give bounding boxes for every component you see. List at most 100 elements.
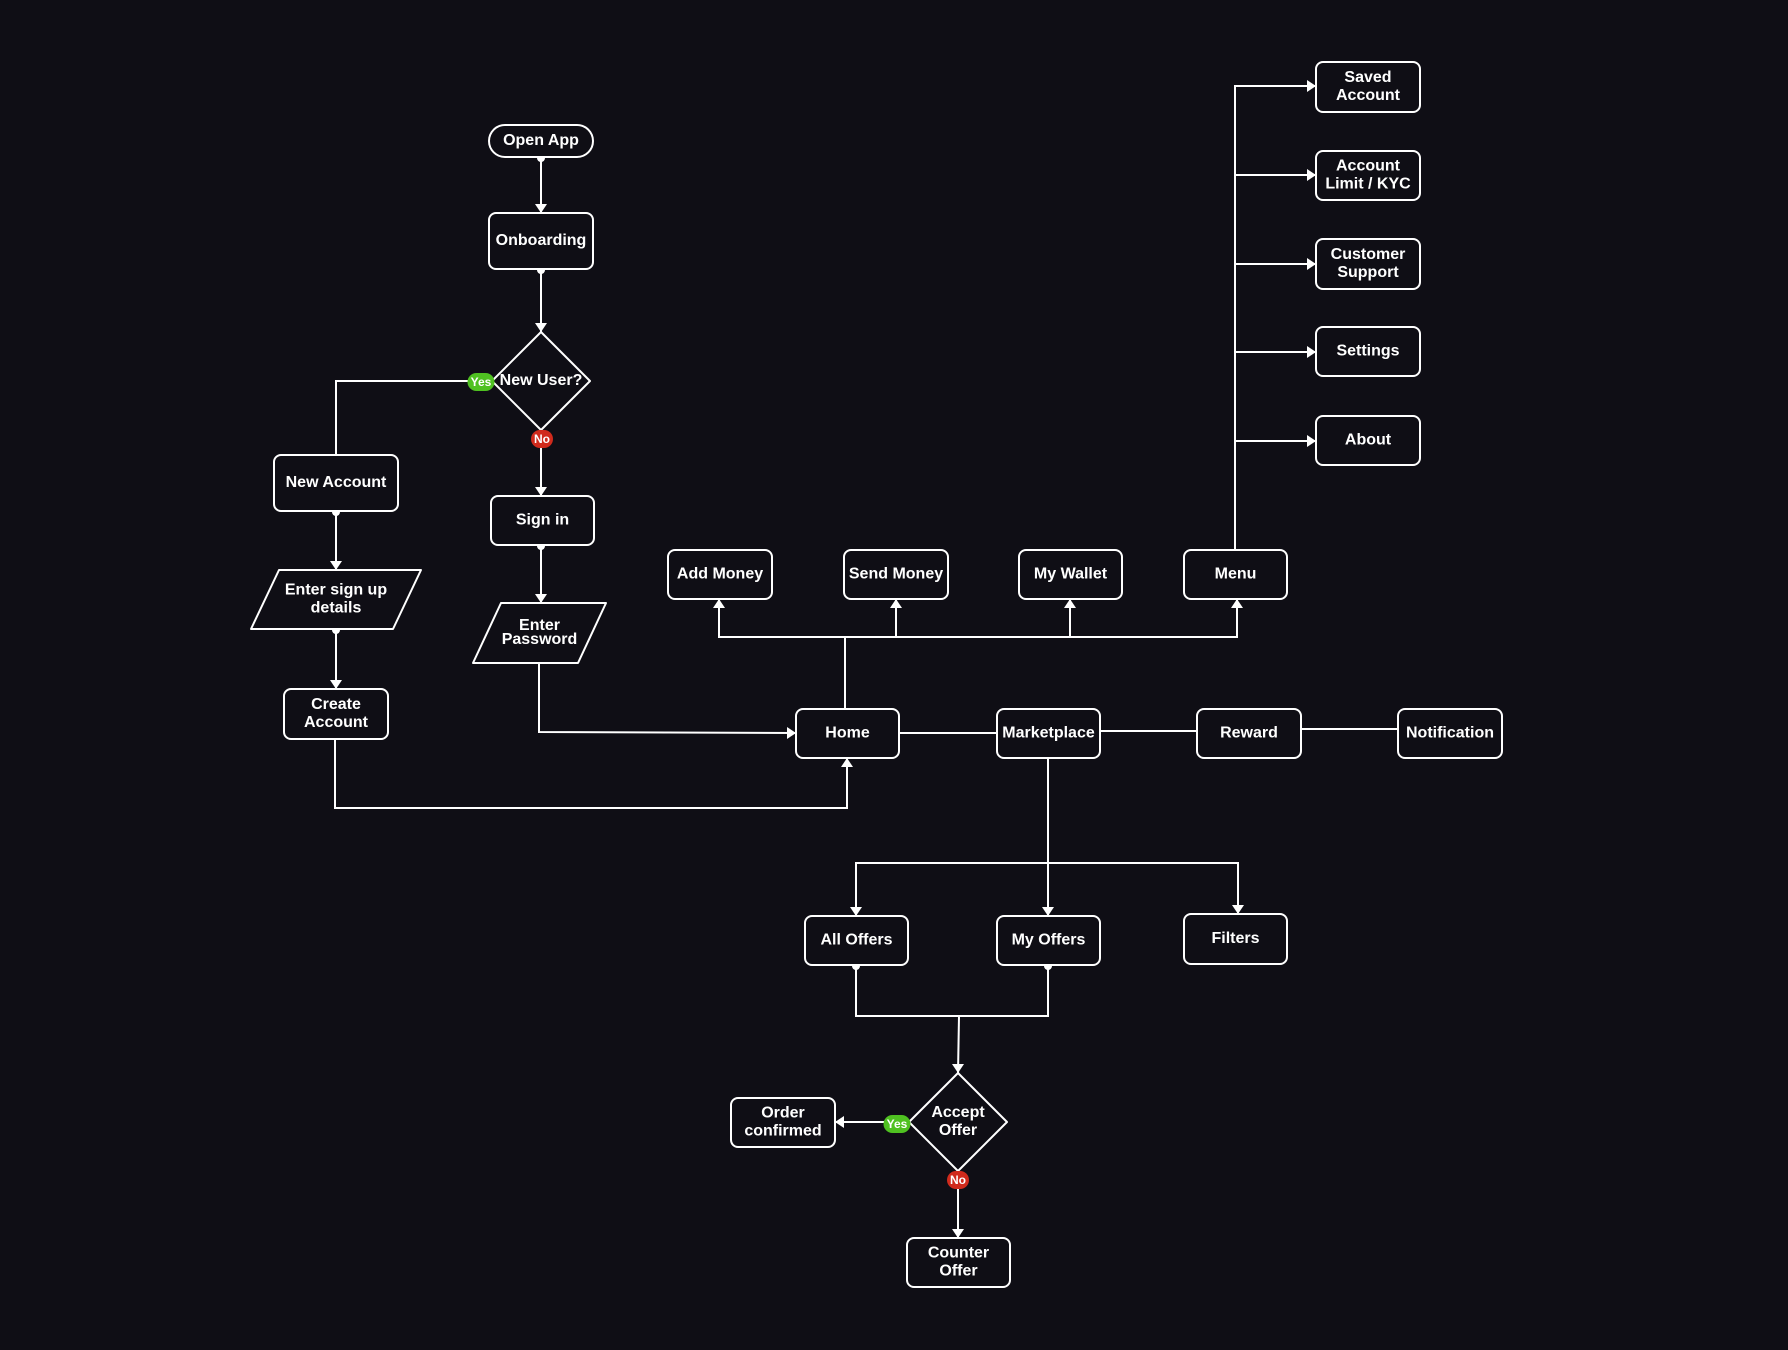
process-box (273, 454, 399, 512)
node-send-money[interactable]: Send Money (843, 549, 949, 600)
arrowhead-down-icon (330, 561, 342, 570)
node-new-account[interactable]: New Account (273, 454, 399, 512)
badge-label: No (534, 432, 550, 446)
node-label: Sign in (516, 512, 569, 529)
node-label: Filters (1211, 930, 1259, 947)
arrowhead-right-icon (1307, 258, 1316, 270)
process-box (1183, 549, 1288, 600)
arrowhead-down-icon (952, 1229, 964, 1238)
arrowhead-down-icon (952, 1064, 964, 1073)
node-label: Menu (1215, 566, 1257, 583)
node-label: Marketplace (1002, 725, 1095, 742)
node-marketplace[interactable]: Marketplace (996, 708, 1101, 759)
arrowhead-up-icon (1064, 599, 1076, 608)
process-box (1018, 549, 1123, 600)
node-all-offers[interactable]: All Offers (804, 915, 909, 966)
node-label: New User? (500, 372, 583, 389)
process-box (843, 549, 949, 600)
connector-line (334, 739, 848, 809)
arrowhead-right-icon (787, 727, 796, 739)
yes-badge: Yes (883, 1115, 911, 1133)
process-box (1183, 913, 1288, 965)
process-box (996, 708, 1101, 759)
node-menu[interactable]: Menu (1183, 549, 1288, 600)
node-label: Order (761, 1105, 805, 1122)
arrowhead-down-icon (535, 323, 547, 332)
process-box (996, 915, 1101, 966)
node-label: Reward (1220, 725, 1278, 742)
process-box (488, 212, 594, 270)
connector-line (1234, 85, 1316, 550)
node-label: Enter sign up (285, 582, 387, 599)
arrowhead-down-icon (1042, 907, 1054, 916)
arrowhead-down-icon (535, 487, 547, 496)
connector-line (957, 1015, 960, 1074)
node-my-offers[interactable]: My Offers (996, 915, 1101, 966)
process-box (667, 549, 773, 600)
node-add-money[interactable]: Add Money (667, 549, 773, 600)
arrowhead-right-icon (1307, 80, 1316, 92)
node-open-app[interactable]: Open App (488, 124, 594, 158)
node-label: My Wallet (1034, 566, 1108, 583)
node-label: Onboarding (496, 232, 587, 249)
no-badge: No (947, 1171, 969, 1189)
node-sign-in[interactable]: Sign in (490, 495, 595, 546)
node-label: Offer (939, 1122, 977, 1139)
node-label: Enter (519, 617, 560, 634)
badge-label: Yes (887, 1117, 908, 1131)
node-home[interactable]: Home (795, 708, 900, 759)
node-label: Create (311, 696, 361, 713)
arrowhead-left-icon (835, 1116, 844, 1128)
process-box (1397, 708, 1503, 759)
process-box (1315, 415, 1421, 466)
node-filters[interactable]: Filters (1183, 913, 1288, 965)
arrowhead-right-icon (1307, 346, 1316, 358)
arrowhead-up-icon (713, 599, 725, 608)
node-onboarding[interactable]: Onboarding (488, 212, 594, 270)
input-parallelogram (250, 569, 422, 630)
node-label: confirmed (744, 1123, 821, 1140)
arrowhead-up-icon (1231, 599, 1243, 608)
node-label: Limit / KYC (1325, 176, 1411, 193)
node-label: Account (1336, 87, 1401, 104)
arrowhead-down-icon (330, 680, 342, 689)
process-box (283, 688, 389, 740)
node-my-wallet[interactable]: My Wallet (1018, 549, 1123, 600)
node-new-user[interactable]: New User? (491, 331, 591, 431)
yes-badge: Yes (467, 373, 495, 391)
node-label: details (311, 600, 362, 617)
process-box (1315, 61, 1421, 113)
node-settings[interactable]: Settings (1315, 326, 1421, 377)
connector-line (538, 663, 797, 734)
node-label: Open App (503, 132, 579, 149)
arrowhead-down-icon (535, 204, 547, 213)
connector-line (335, 380, 492, 455)
node-label: Password (502, 631, 578, 648)
no-badge: No (531, 430, 553, 448)
node-about[interactable]: About (1315, 415, 1421, 466)
node-label: Add Money (677, 566, 763, 583)
node-reward[interactable]: Reward (1196, 708, 1302, 759)
node-label: Send Money (849, 566, 943, 583)
node-label: Account (304, 714, 369, 731)
node-notification[interactable]: Notification (1397, 708, 1503, 759)
process-box (795, 708, 900, 759)
input-parallelogram (472, 602, 607, 664)
connector-line (855, 862, 1239, 916)
arrowhead-right-icon (1307, 435, 1316, 447)
terminal-pill (488, 124, 594, 158)
node-label: Notification (1406, 725, 1494, 742)
node-label: Account (1336, 158, 1401, 175)
process-box (1315, 150, 1421, 201)
